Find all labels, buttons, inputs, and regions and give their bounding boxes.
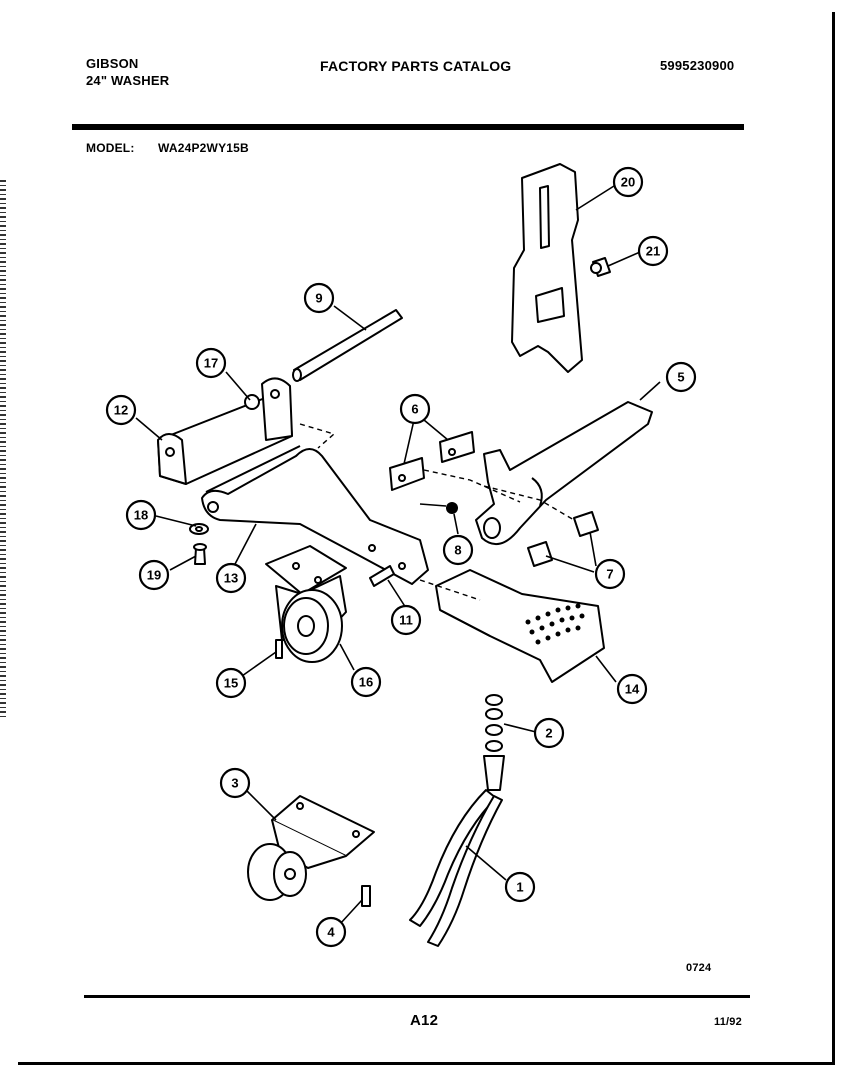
svg-text:1: 1: [516, 880, 523, 895]
part-3-caster: [247, 795, 375, 901]
catalog-title: FACTORY PARTS CATALOG: [320, 58, 512, 74]
part-8-pin: [419, 502, 458, 514]
part-14-pedal: [435, 569, 605, 683]
svg-text:14: 14: [625, 682, 640, 697]
svg-text:13: 13: [224, 571, 238, 586]
svg-text:8: 8: [454, 543, 461, 558]
callout-4: 4: [315, 916, 347, 948]
part-2-fitting: [483, 694, 505, 791]
svg-text:15: 15: [224, 676, 238, 691]
svg-text:4: 4: [327, 925, 335, 940]
assembly-line-a: [299, 423, 336, 449]
part-5-latch-arm: [475, 401, 653, 546]
svg-text:7: 7: [606, 567, 613, 582]
assembly-line-c: [419, 579, 481, 601]
brand-name: GIBSON: [86, 56, 139, 71]
header-rule: [72, 124, 744, 130]
callout-16: 16: [350, 666, 382, 698]
leader-lines: [135, 185, 661, 925]
part-6-clips: [389, 431, 475, 491]
part-19-screw: [193, 543, 207, 565]
part-4-screw: [361, 885, 371, 907]
callout-8: 8: [442, 534, 474, 566]
svg-text:12: 12: [114, 403, 128, 418]
figure-code: 0724: [686, 962, 712, 974]
part-9-rod: [292, 309, 403, 382]
callout-20: 20: [612, 166, 644, 198]
callout-17: 17: [195, 347, 227, 379]
svg-text:19: 19: [147, 568, 161, 583]
callout-18: 18: [125, 499, 157, 531]
svg-text:18: 18: [134, 508, 148, 523]
svg-text:3: 3: [231, 776, 238, 791]
callout-13: 13: [215, 562, 247, 594]
svg-text:16: 16: [359, 675, 373, 690]
callout-3: 3: [219, 767, 251, 799]
scan-edge-artifact: [0, 180, 6, 720]
callout-6: 6: [399, 393, 431, 425]
callout-7: 7: [594, 558, 626, 590]
part-15-screw: [275, 639, 283, 659]
page-number: A12: [410, 1012, 439, 1029]
model-label: MODEL:: [86, 141, 135, 155]
product-name: 24" WASHER: [86, 73, 170, 88]
svg-text:5: 5: [677, 370, 684, 385]
svg-text:11: 11: [399, 613, 413, 628]
svg-text:21: 21: [646, 244, 660, 259]
part-1-hose: [409, 789, 503, 947]
callout-21: 21: [637, 235, 669, 267]
catalog-date: 11/92: [714, 1016, 742, 1028]
footer-rule: [84, 995, 750, 998]
page-frame-right: [832, 12, 835, 1062]
callout-5: 5: [665, 361, 697, 393]
assembly-line-b: [423, 469, 521, 503]
svg-text:2: 2: [545, 726, 552, 741]
assembly-line-d: [483, 485, 575, 521]
part-13-lever-arm: [201, 445, 429, 585]
part-11-screw: [369, 565, 395, 587]
part-12-bracket: [157, 377, 293, 485]
model-number: WA24P2WY15B: [158, 141, 249, 155]
callout-19: 19: [138, 559, 170, 591]
part-18-washer: [189, 523, 209, 535]
svg-text:6: 6: [411, 402, 418, 417]
callout-14: 14: [616, 673, 648, 705]
callout-12: 12: [105, 394, 137, 426]
callout-1: 1: [504, 871, 536, 903]
svg-text:9: 9: [315, 291, 322, 306]
callout-11: 11: [390, 604, 422, 636]
callout-9: 9: [303, 282, 335, 314]
page-frame-bottom: [18, 1062, 835, 1065]
part-20-shield: [511, 163, 583, 373]
part-7-fasteners: [527, 511, 599, 567]
callout-2: 2: [533, 717, 565, 749]
part-21-screw: [590, 257, 611, 277]
catalog-number: 5995230900: [660, 58, 735, 73]
svg-text:20: 20: [621, 175, 635, 190]
svg-text:17: 17: [204, 356, 218, 371]
callout-15: 15: [215, 667, 247, 699]
